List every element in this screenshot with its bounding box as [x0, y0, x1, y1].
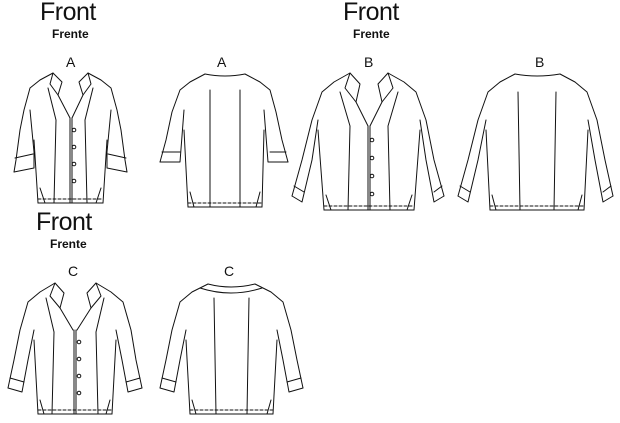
header-front-2-title: Front	[343, 0, 399, 26]
header-front-2-subtitle: Frente	[353, 27, 390, 41]
header-front-1-subtitle: Frente	[52, 27, 89, 41]
view-label-b-front: B	[364, 54, 374, 70]
view-label-b-back: B	[535, 54, 545, 70]
header-front-3-subtitle: Frente	[50, 237, 87, 251]
view-label-a-front: A	[66, 54, 76, 70]
view-label-c-back: C	[224, 263, 235, 279]
view-label-a-back: A	[217, 54, 227, 70]
header-front-1-title: Front	[40, 0, 96, 26]
view-label-c-front: C	[68, 263, 79, 279]
header-front-3-title: Front	[36, 208, 92, 236]
